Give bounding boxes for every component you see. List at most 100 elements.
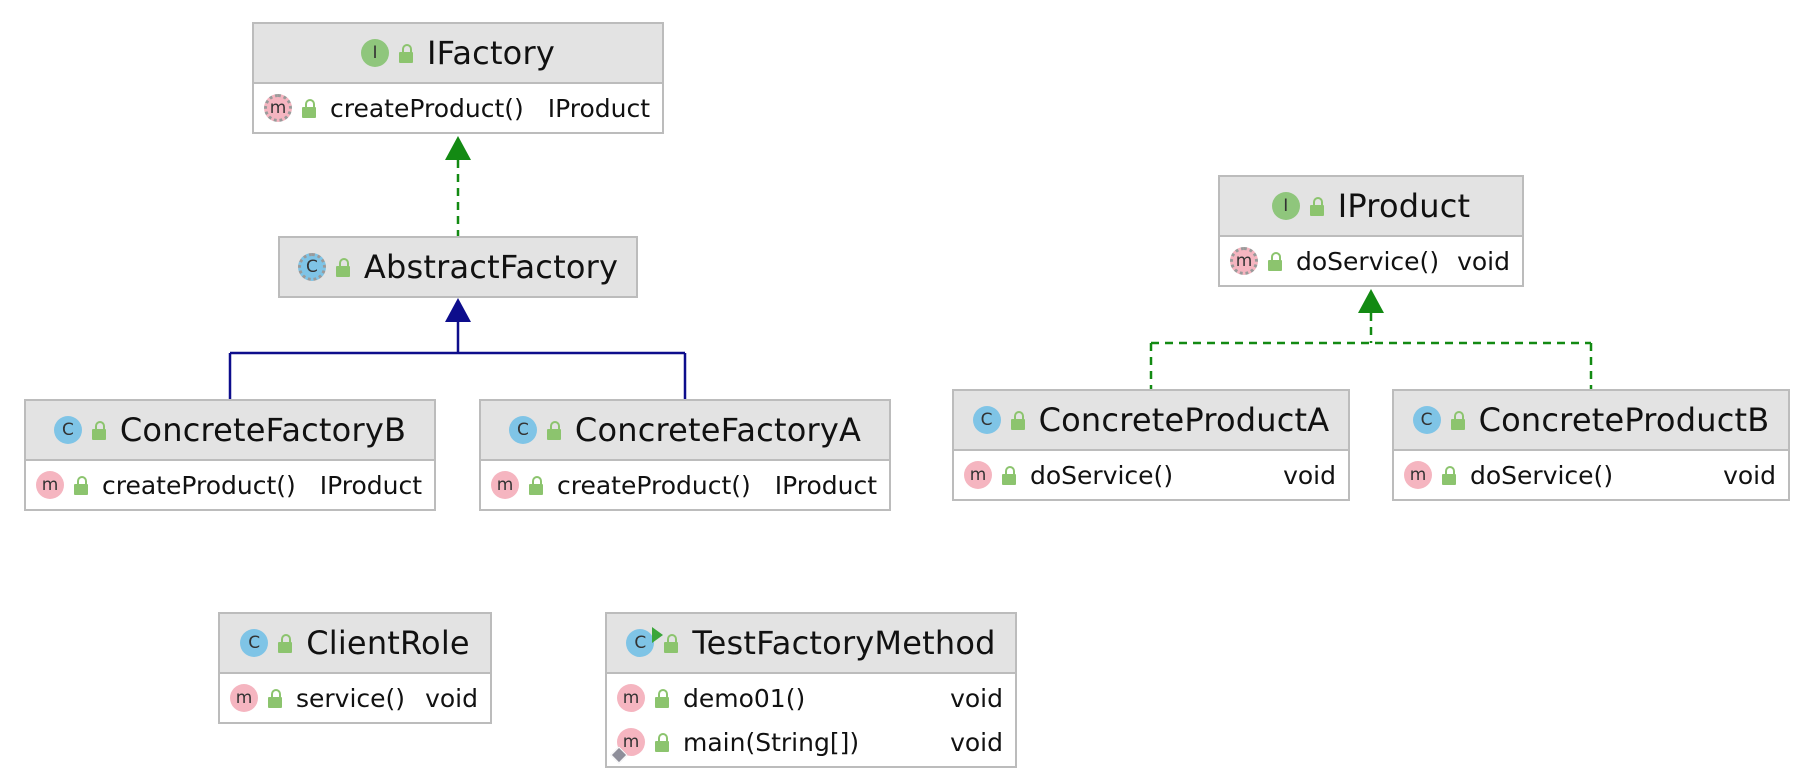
node-header: I IFactory [254,24,662,82]
node-header: C ConcreteFactoryB [26,401,434,459]
interface-icon: I [361,39,390,67]
member-return-type: IProduct [319,470,422,500]
member-list: m doService() void [1220,235,1522,285]
node-header: C ConcreteProductB [1394,391,1788,449]
method-icon: m [36,471,64,499]
member-list: m doService() void [954,449,1348,499]
member-signature: createProduct() [102,470,296,500]
member-signature: doService() [1470,460,1614,490]
member-row[interactable]: m doService() void [1394,453,1788,497]
public-visibility-icon [335,257,350,277]
implements-arrowhead [1358,289,1384,313]
public-visibility-icon [399,43,414,63]
node-name: AbstractFactory [363,248,619,286]
public-visibility-icon [1442,465,1456,485]
method-icon: m [1404,461,1432,489]
node-name: TestFactoryMethod [692,624,996,662]
static-icon [610,746,628,764]
public-visibility-icon [74,475,88,495]
class-icon: C [240,629,269,657]
abstract-class-icon: C [297,253,326,281]
public-visibility-icon [529,475,543,495]
node-name: ClientRole [306,624,470,662]
node-header: C ConcreteFactoryA [481,401,889,459]
public-visibility-icon [1010,410,1025,430]
public-visibility-icon [1309,196,1324,216]
class-icon: C [508,416,537,444]
member-signature: service() [296,683,406,713]
member-return-type: void [950,727,1003,757]
public-visibility-icon [278,633,293,653]
concreteproductb-node[interactable]: C ConcreteProductB m doService() void [1392,389,1790,501]
public-visibility-icon [302,98,316,118]
member-list: m createProduct() IProduct [26,459,434,509]
public-visibility-icon [268,688,282,708]
class-icon: C [53,416,82,444]
runnable-class-icon: C [626,627,664,657]
node-header: I IProduct [1220,177,1522,235]
method-icon: m [1230,247,1258,275]
class-icon: C [1412,406,1441,434]
node-header: C ClientRole [220,614,490,672]
interface-icon: I [1271,192,1300,220]
member-list: m doService() void [1394,449,1788,499]
method-icon: m [610,728,645,764]
class-icon: C [972,406,1001,434]
member-row[interactable]: m main(String[]) void [607,720,1015,764]
member-return-type: IProduct [774,470,877,500]
extends-arrowhead [445,298,471,322]
public-visibility-icon [1268,251,1282,271]
member-signature: createProduct() [330,93,524,123]
node-name: ConcreteFactoryB [119,411,407,449]
concretefactorya-node[interactable]: C ConcreteFactoryA m createProduct() IProduc… [479,399,891,511]
member-signature: createProduct() [557,470,751,500]
method-icon: m [491,471,519,499]
member-signature: doService() [1030,460,1174,490]
member-list: m createProduct() IProduct [481,459,889,509]
public-visibility-icon [664,633,679,653]
member-return-type: void [950,683,1003,713]
node-header: C TestFactoryMethod [607,614,1015,672]
member-return-type: void [425,683,478,713]
member-return-type: void [1283,460,1336,490]
member-row[interactable]: m doService() void [954,453,1348,497]
node-header: C AbstractFactory [280,238,636,296]
member-row[interactable]: m createProduct() IProduct [26,463,434,507]
method-icon: m [964,461,992,489]
node-name: ConcreteProductB [1478,401,1770,439]
public-visibility-icon [91,420,106,440]
node-name: ConcreteFactoryA [574,411,862,449]
concreteproducta-node[interactable]: C ConcreteProductA m doService() void [952,389,1350,501]
member-return-type: IProduct [547,93,650,123]
node-name: IFactory [427,34,555,72]
node-header: C ConcreteProductA [954,391,1348,449]
iproduct-node[interactable]: I IProduct m doService() void [1218,175,1524,287]
abstractfactory-node[interactable]: C AbstractFactory [278,236,638,298]
public-visibility-icon [1450,410,1465,430]
member-signature: main(String[]) [683,727,860,757]
member-signature: doService() [1296,246,1440,276]
public-visibility-icon [655,688,669,708]
node-name: IProduct [1337,187,1471,225]
public-visibility-icon [546,420,561,440]
member-row[interactable]: m createProduct() IProduct [481,463,889,507]
node-name: ConcreteProductA [1038,401,1330,439]
public-visibility-icon [655,732,669,752]
member-return-type: void [1457,246,1510,276]
run-icon [652,627,664,643]
member-row[interactable]: m doService() void [1220,239,1522,283]
member-return-type: void [1723,460,1776,490]
member-signature: demo01() [683,683,806,713]
public-visibility-icon [1002,465,1016,485]
concretefactoryb-node[interactable]: C ConcreteFactoryB m createProduct() IProduc… [24,399,436,511]
